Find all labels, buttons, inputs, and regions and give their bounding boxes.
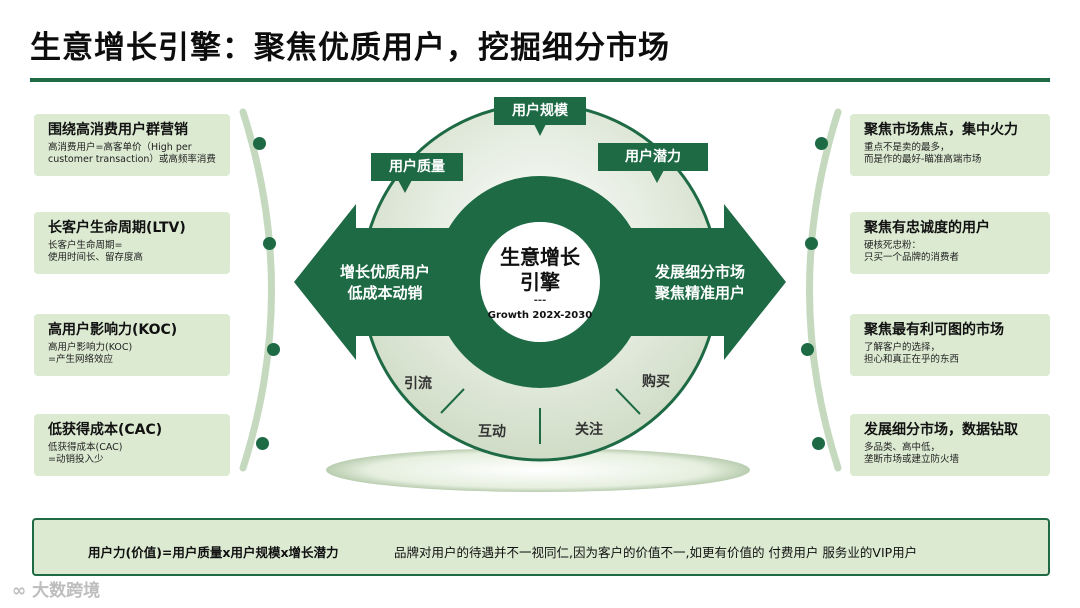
left-card-ltv: 长客户生命周期(LTV) 长客户生命周期= 使用时间长、留存度高 bbox=[34, 212, 230, 274]
card-desc: 硬核死忠粉： 只买一个品牌的消费者 bbox=[864, 240, 960, 263]
tab-user-potential: 用户潜力 bbox=[598, 143, 708, 171]
card-desc: 多品类、高中低， 垄断市场或建立防火墙 bbox=[864, 442, 960, 465]
card-desc: 高消费用户=高客单价（High per customer transaction… bbox=[48, 142, 216, 165]
footer-box: 用户力(价值)=用户质量x用户规模x增长潜力 品牌对用户的待遇并不一视同仁,因为… bbox=[32, 518, 1050, 576]
title-divider bbox=[30, 78, 1050, 82]
floor-shadow bbox=[326, 448, 750, 492]
center-dash: --- bbox=[533, 295, 547, 306]
inner-ring bbox=[434, 176, 646, 388]
center-title-line1: 生意增长 bbox=[500, 245, 580, 269]
footer-description: 品牌对用户的待遇并不一视同仁,因为客户的价值不一,如更有价值的 付费用户 服务业… bbox=[394, 545, 918, 560]
segment-divider bbox=[615, 388, 641, 415]
watermark-text: 大数跨境 bbox=[32, 581, 101, 601]
card-title: 长客户生命周期(LTV) bbox=[48, 220, 186, 236]
card-title: 高用户影响力(KOC) bbox=[48, 322, 178, 338]
right-arc-dot bbox=[805, 237, 818, 250]
left-arrow-text: 增长优质用户 低成本动销 bbox=[339, 263, 430, 302]
segment-label-interaction: 互动 bbox=[478, 424, 506, 440]
watermark: ∞ 大数跨境 bbox=[12, 576, 100, 601]
card-desc: 长客户生命周期= 使用时间长、留存度高 bbox=[48, 240, 144, 263]
card-desc: 低获得成本(CAC) =动销投入少 bbox=[48, 442, 123, 465]
right-card-profitable-market: 聚焦最有利可图的市场 了解客户的选择， 担心和真正在乎的东西 bbox=[850, 314, 1050, 376]
tab-pointer bbox=[534, 124, 546, 136]
right-arc-dot bbox=[801, 343, 814, 356]
left-card-koc: 高用户影响力(KOC) 高用户影响力(KOC) =产生网络效应 bbox=[34, 314, 230, 376]
card-title: 聚焦有忠诚度的用户 bbox=[864, 220, 990, 236]
right-card-segment-data: 发展细分市场，数据钻取 多品类、高中低， 垄断市场或建立防火墙 bbox=[850, 414, 1050, 476]
page-title: 生意增长引擎：聚焦优质用户，挖掘细分市场 bbox=[30, 30, 670, 66]
segment-label-follow: 关注 bbox=[575, 422, 603, 438]
tab-user-scale: 用户规模 bbox=[494, 97, 586, 125]
right-arc-dot bbox=[812, 437, 825, 450]
card-title: 围绕高消费用户群营销 bbox=[48, 122, 188, 138]
right-arc-dot bbox=[815, 137, 828, 150]
left-card-cac: 低获得成本(CAC) 低获得成本(CAC) =动销投入少 bbox=[34, 414, 230, 476]
center-subtitle: Growth 202X-2030 bbox=[487, 310, 593, 321]
left-arc-dot bbox=[256, 437, 269, 450]
left-arc-dot bbox=[267, 343, 280, 356]
footer-formula: 用户力(价值)=用户质量x用户规模x增长潜力 bbox=[88, 545, 339, 560]
card-title: 聚焦市场焦点，集中火力 bbox=[864, 122, 1018, 138]
center-title-line2: 引擎 bbox=[520, 270, 560, 294]
tab-pointer bbox=[398, 180, 412, 193]
segment-label-traffic: 引流 bbox=[404, 376, 432, 392]
tab-pointer bbox=[650, 170, 664, 183]
card-desc: 高用户影响力(KOC) =产生网络效应 bbox=[48, 342, 133, 365]
card-title: 聚焦最有利可图的市场 bbox=[864, 322, 1004, 338]
tab-user-quality: 用户质量 bbox=[371, 153, 463, 181]
right-arrow-text: 发展细分市场 聚焦精准用户 bbox=[654, 263, 745, 302]
segment-label-purchase: 购买 bbox=[642, 374, 670, 390]
card-title: 低获得成本(CAC) bbox=[48, 422, 163, 438]
left-card-high-spend: 围绕高消费用户群营销 高消费用户=高客单价（High per customer … bbox=[34, 114, 230, 176]
watermark-logo-icon: ∞ bbox=[12, 581, 33, 601]
card-desc: 了解客户的选择， 担心和真正在乎的东西 bbox=[864, 342, 960, 365]
left-arc-dot bbox=[263, 237, 276, 250]
right-card-focus-market: 聚焦市场焦点，集中火力 重点不是卖的最多， 而是作的最好-瞄准高端市场 bbox=[850, 114, 1050, 176]
card-title: 发展细分市场，数据钻取 bbox=[864, 422, 1018, 438]
left-decor-arc bbox=[239, 108, 275, 472]
segment-divider bbox=[440, 388, 465, 414]
right-card-loyal-users: 聚焦有忠诚度的用户 硬核死忠粉： 只买一个品牌的消费者 bbox=[850, 212, 1050, 274]
card-desc: 重点不是卖的最多， 而是作的最好-瞄准高端市场 bbox=[864, 142, 982, 165]
left-arc-dot bbox=[253, 137, 266, 150]
right-decor-arc bbox=[806, 108, 842, 472]
center-disc bbox=[480, 222, 600, 342]
